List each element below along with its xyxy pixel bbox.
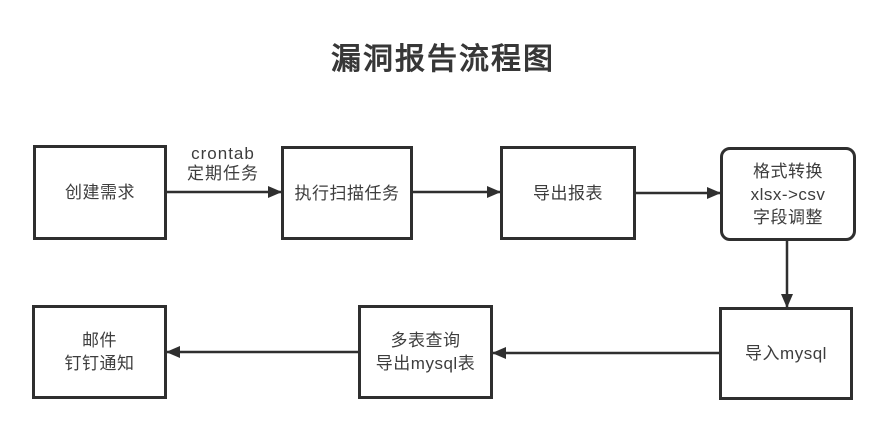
node-format-convert: 格式转换 xlsx->csv 字段调整	[720, 147, 856, 241]
node-export-report: 导出报表	[500, 146, 636, 240]
edge-label-crontab: crontab 定期任务	[187, 144, 259, 183]
diagram-title: 漏洞报告流程图	[331, 43, 555, 76]
node-notify: 邮件 钉钉通知	[32, 305, 167, 399]
node-import-mysql: 导入mysql	[719, 307, 853, 400]
node-run-scan-task: 执行扫描任务	[281, 146, 413, 240]
node-create-requirement: 创建需求	[33, 145, 167, 240]
node-multi-table-query: 多表查询 导出mysql表	[358, 305, 493, 399]
